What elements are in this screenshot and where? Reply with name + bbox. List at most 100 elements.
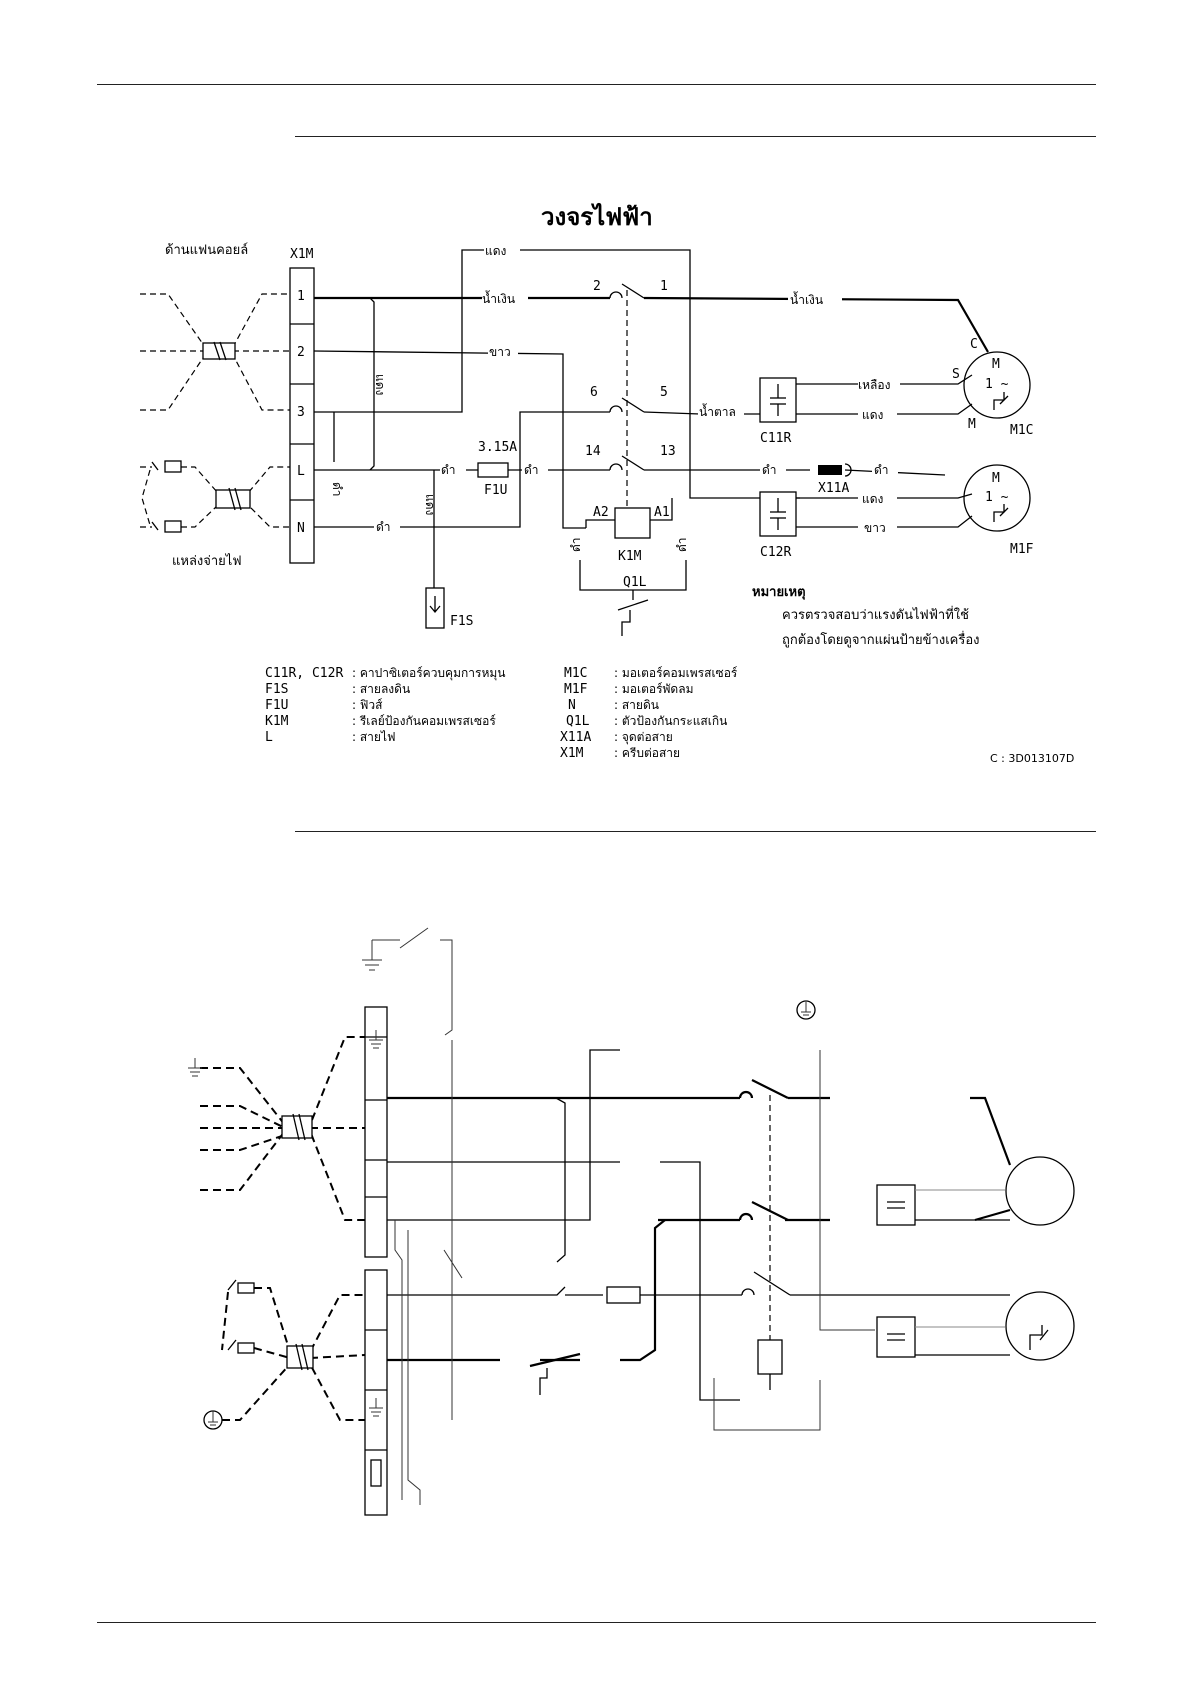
wire-color-labels: แดง น้ำเงิน น้ำเงิน ขาว แดง น้ำตาล ดำ ดำ… xyxy=(330,244,900,552)
legend-code: N xyxy=(568,698,576,713)
motor-comp-label: M1C xyxy=(1010,423,1033,438)
terminal-3-label: 3 xyxy=(297,405,305,420)
ground-f1s: F1S xyxy=(425,587,473,629)
legend-desc: : สายไฟ xyxy=(352,730,395,744)
section-top-rule xyxy=(295,136,1096,137)
wire-black-label: ดำ xyxy=(874,463,889,477)
note-line-1: ควรตรวจสอบว่าแรงดันไฟฟ้าที่ใช้ xyxy=(782,606,969,623)
coil-a1-label: A1 xyxy=(654,505,670,520)
wire-red-label: แดง xyxy=(423,494,437,515)
legend-code: L xyxy=(265,730,273,745)
wire-black-label: ดำ xyxy=(569,537,583,552)
motor-s-terminal: S xyxy=(952,367,960,382)
wire-black-label: ดำ xyxy=(762,463,777,477)
motor-m-terminal: M xyxy=(968,417,976,432)
legend-desc: : คาปาซิเตอร์ควบคุมการหมุน xyxy=(352,666,505,681)
legend-desc: : ครีบต่อสาย xyxy=(614,746,680,760)
legend-desc: : ฟิวส์ xyxy=(352,698,383,712)
connector-x11a: X11A xyxy=(818,463,852,496)
terminal-l-label: L xyxy=(297,464,305,479)
legend-desc: : มอเตอร์พัดลม xyxy=(614,682,694,696)
fan-coil-side-label: ด้านแฟนคอยล์ xyxy=(165,242,248,258)
motor-m1f: M 1 ~ M1F xyxy=(963,464,1034,557)
legend-code: M1F xyxy=(564,682,588,697)
coil-a2-label: A2 xyxy=(593,505,609,520)
legend-desc: : มอเตอร์คอมเพรสเซอร์ xyxy=(614,666,738,680)
legend-code: X1M xyxy=(560,746,584,761)
contact-2-label: 2 xyxy=(593,279,601,294)
relay-coil-k1m xyxy=(614,507,651,539)
fuse-name-label: F1U xyxy=(484,483,507,498)
legend-desc: : สายลงดิน xyxy=(352,682,410,696)
wire-yellow-label: เหลือง xyxy=(858,378,890,392)
power-cables xyxy=(140,460,290,533)
legend-code: F1S xyxy=(265,682,288,697)
legend-code: F1U xyxy=(265,698,288,713)
legend-code: X11A xyxy=(560,730,591,745)
legend-right: M1C : มอเตอร์คอมเพรสเซอร์ M1F : มอเตอร์พ… xyxy=(560,666,738,761)
note-block: หมายเหตุ ควรตรวจสอบว่าแรงดันไฟฟ้าที่ใช้ … xyxy=(752,585,979,648)
wire-black-label: ดำ xyxy=(524,463,539,477)
wire-white-label: ขาว xyxy=(864,521,886,535)
diagram-title: วงจรไฟฟ้า xyxy=(541,202,653,231)
motor-m-symbol: M xyxy=(992,471,1000,486)
wire-red-label: แดง xyxy=(862,492,883,506)
header-rule xyxy=(97,84,1096,85)
relay-name-label: K1M xyxy=(618,549,642,564)
contact-14-label: 14 xyxy=(585,444,601,459)
wire-red-label: แดง xyxy=(485,244,506,258)
wiring-diagram-unlabelled xyxy=(188,927,1075,1516)
cap-c12r-label: C12R xyxy=(760,545,791,560)
terminal-block-label: X1M xyxy=(290,247,314,262)
terminal-2-label: 2 xyxy=(297,345,305,360)
contact-6-label: 6 xyxy=(590,385,598,400)
power-source-label: แหล่งจ่ายไฟ xyxy=(172,553,242,569)
drawing-code: C : 3D013107D xyxy=(990,752,1074,765)
wire-brown-label: น้ำตาล xyxy=(699,403,736,419)
wire-black-label: ดำ xyxy=(376,520,391,534)
motor-phase-symbol: 1 ~ xyxy=(985,377,1009,392)
wire-red-label: แดง xyxy=(862,408,883,422)
footer-rule xyxy=(97,1622,1096,1623)
legend-desc: : ตัวป้องกันกระแสเกิน xyxy=(614,714,727,728)
connector-label: X11A xyxy=(818,481,849,496)
note-heading: หมายเหตุ xyxy=(752,585,806,600)
terminal-1-label: 1 xyxy=(297,289,305,304)
motor-fan-label: M1F xyxy=(1010,542,1034,557)
legend-code: C11R, C12R xyxy=(265,666,343,681)
fuse-icon xyxy=(164,520,182,533)
contact-13-label: 13 xyxy=(660,444,676,459)
splice-clamp xyxy=(215,489,251,509)
capacitor-c12r: C12R xyxy=(759,491,797,560)
ground-name-label: F1S xyxy=(450,614,473,629)
contact-1-label: 1 xyxy=(660,279,668,294)
wire-white-label: ขาว xyxy=(489,345,511,359)
fuse-icon xyxy=(164,460,182,473)
wire-red-label: แดง xyxy=(373,374,387,395)
section-bottom-rule xyxy=(295,831,1096,832)
legend-code: Q1L xyxy=(566,714,590,729)
contact-5-label: 5 xyxy=(660,385,668,400)
wire-black-label: ดำ xyxy=(441,463,456,477)
wire-black-label: ดำ xyxy=(330,482,344,497)
motor-phase-symbol: 1 ~ xyxy=(985,490,1009,505)
legend-code: K1M xyxy=(265,714,289,729)
fuse-rating-label: 3.15A xyxy=(478,440,517,455)
terminal-block-x1m: 1 2 3 L N xyxy=(289,267,315,564)
wires-top xyxy=(313,249,989,591)
motor-m1c: M 1 ~ C S M M1C xyxy=(952,337,1033,438)
legend-desc: : รีเลย์ป้องกันคอมเพรสเซอร์ xyxy=(352,714,496,728)
legend-desc: : สายดิน xyxy=(614,698,659,712)
terminal-n-label: N xyxy=(297,521,305,536)
motor-c-terminal: C xyxy=(970,337,978,352)
wire-blue-label: น้ำเงิน xyxy=(482,290,515,306)
cap-c11r-label: C11R xyxy=(760,431,791,446)
motor-m-symbol: M xyxy=(992,357,1000,372)
legend-code: M1C xyxy=(564,666,587,681)
fuse-f1u: 3.15A F1U xyxy=(477,440,517,498)
fan-coil-cables xyxy=(140,293,290,411)
legend-left: C11R, C12R : คาปาซิเตอร์ควบคุมการหมุน F1… xyxy=(265,666,505,745)
wire-black-label: ดำ xyxy=(675,537,689,552)
note-line-2: ถูกต้องโดยดูจากแผ่นป้ายข้างเครื่อง xyxy=(782,631,979,648)
